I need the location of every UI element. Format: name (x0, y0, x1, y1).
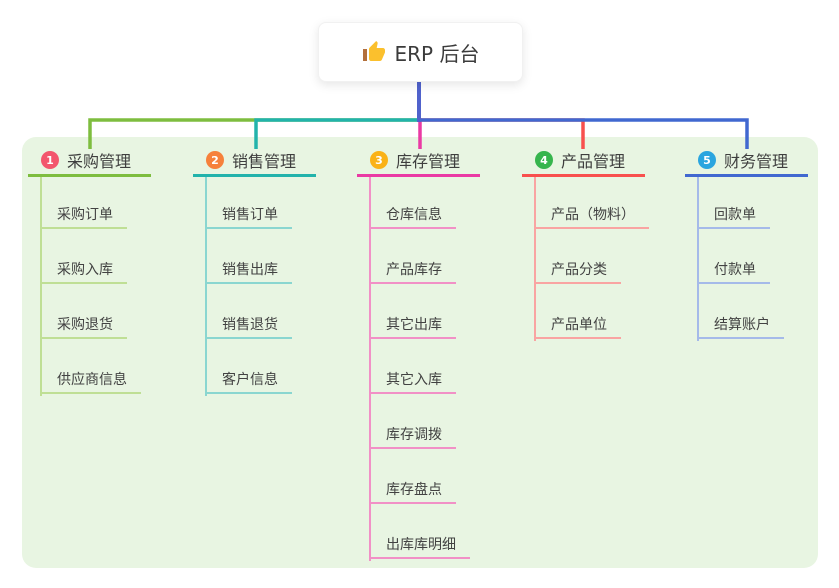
child-node-采购入库[interactable]: 采购入库 (40, 258, 127, 284)
child-node-结算账户[interactable]: 结算账户 (697, 313, 784, 339)
branch-trunk-line (369, 177, 371, 561)
branch-trunk-line (205, 177, 207, 396)
branch-badge-2: 2 (206, 151, 224, 169)
branch-label: 采购管理 (67, 152, 132, 171)
child-node-库存盘点[interactable]: 库存盘点 (369, 478, 456, 504)
branch-库存管理: 3 库存管理仓库信息产品库存其它出库其它入库库存调拨库存盘点出库库明细 (357, 146, 481, 561)
branch-label: 库存管理 (396, 152, 461, 171)
branch-badge-5: 5 (698, 151, 716, 169)
child-node-库存调拨[interactable]: 库存调拨 (369, 423, 456, 449)
child-node-回款单[interactable]: 回款单 (697, 203, 770, 229)
branch-header-销售管理[interactable]: 2 销售管理 (193, 146, 317, 177)
branch-header-采购管理[interactable]: 1 采购管理 (28, 146, 152, 177)
root-node-title: ERP 后台 (394, 41, 480, 66)
child-node-出库库明细[interactable]: 出库库明细 (369, 533, 470, 559)
branch-采购管理: 1 采购管理采购订单采购入库采购退货供应商信息 (28, 146, 152, 396)
branch-header-库存管理[interactable]: 3 库存管理 (357, 146, 481, 177)
branch-badge-3: 3 (370, 151, 388, 169)
child-node-产品库存[interactable]: 产品库存 (369, 258, 456, 284)
branch-header-产品管理[interactable]: 4 产品管理 (522, 146, 646, 177)
child-node-销售出库[interactable]: 销售出库 (205, 258, 292, 284)
child-node-其它出库[interactable]: 其它出库 (369, 313, 456, 339)
branch-产品管理: 4 产品管理产品（物料） 产品分类产品单位 (522, 146, 649, 341)
branch-badge-1: 1 (41, 151, 59, 169)
child-node-产品单位[interactable]: 产品单位 (534, 313, 621, 339)
child-node-供应商信息[interactable]: 供应商信息 (40, 368, 141, 394)
branch-header-财务管理[interactable]: 5 财务管理 (685, 146, 809, 177)
branch-财务管理: 5 财务管理回款单付款单结算账户 (685, 146, 809, 341)
child-node-产品（物料）[interactable]: 产品（物料） (534, 203, 649, 229)
child-node-客户信息[interactable]: 客户信息 (205, 368, 292, 394)
root-node-erp[interactable]: ERP 后台 (318, 22, 523, 82)
child-node-销售订单[interactable]: 销售订单 (205, 203, 292, 229)
branch-trunk-line (697, 177, 699, 341)
branch-trunk-line (40, 177, 42, 396)
branch-销售管理: 2 销售管理销售订单销售出库销售退货客户信息 (193, 146, 317, 396)
branch-label: 销售管理 (232, 152, 297, 171)
thumbs-up-icon (362, 41, 385, 61)
child-node-采购退货[interactable]: 采购退货 (40, 313, 127, 339)
child-node-销售退货[interactable]: 销售退货 (205, 313, 292, 339)
child-node-其它入库[interactable]: 其它入库 (369, 368, 456, 394)
branch-label: 产品管理 (561, 152, 626, 171)
child-node-仓库信息[interactable]: 仓库信息 (369, 203, 456, 229)
branch-label: 财务管理 (724, 152, 789, 171)
branch-badge-4: 4 (535, 151, 553, 169)
branch-trunk-line (534, 177, 536, 341)
mindmap-board (22, 137, 818, 568)
child-node-采购订单[interactable]: 采购订单 (40, 203, 127, 229)
child-node-产品分类[interactable]: 产品分类 (534, 258, 621, 284)
child-node-付款单[interactable]: 付款单 (697, 258, 770, 284)
